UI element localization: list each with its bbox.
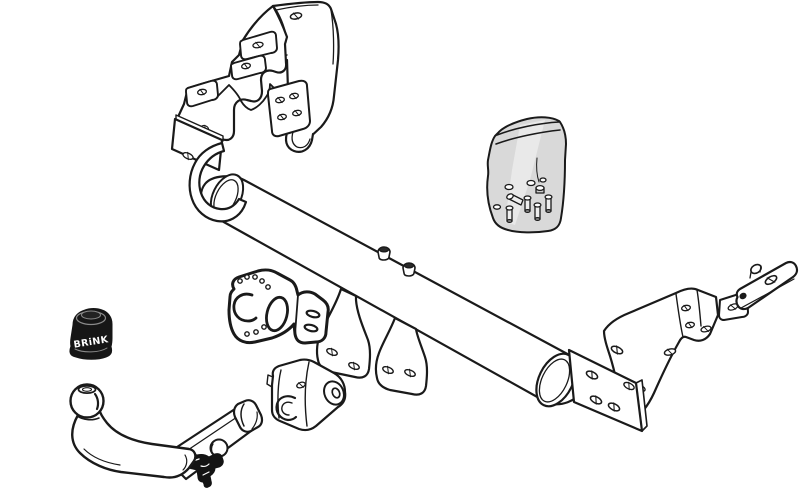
bag-bolt [506,193,524,206]
bracket-loop [284,128,315,153]
towball-cover-cap: BRiNK [69,308,113,360]
towball [69,383,105,419]
tube-saddle [188,141,248,223]
neck-end-block [232,399,264,433]
right-mounting-bracket [567,260,799,433]
brink-logo-text: BRiNK [73,334,110,350]
bracket-strap [735,260,799,311]
bag-fixings [492,177,553,224]
bag-bolt [523,195,532,214]
bag-bolt [505,205,514,224]
receiver-housing [266,358,347,432]
weld-nut [377,246,391,261]
center-mounting-tabs [315,287,429,396]
bag-bolt [544,194,553,214]
weld-nuts [377,246,416,277]
bag-nut [535,184,545,194]
socket-mounting-plate [227,268,330,345]
weld-nut [402,262,416,277]
fittings-bag [486,116,567,234]
detachable-swan-neck [69,383,264,488]
bag-bolt [533,202,542,222]
left-mounting-bracket [170,0,340,223]
tube-saddle-plate [567,348,644,433]
